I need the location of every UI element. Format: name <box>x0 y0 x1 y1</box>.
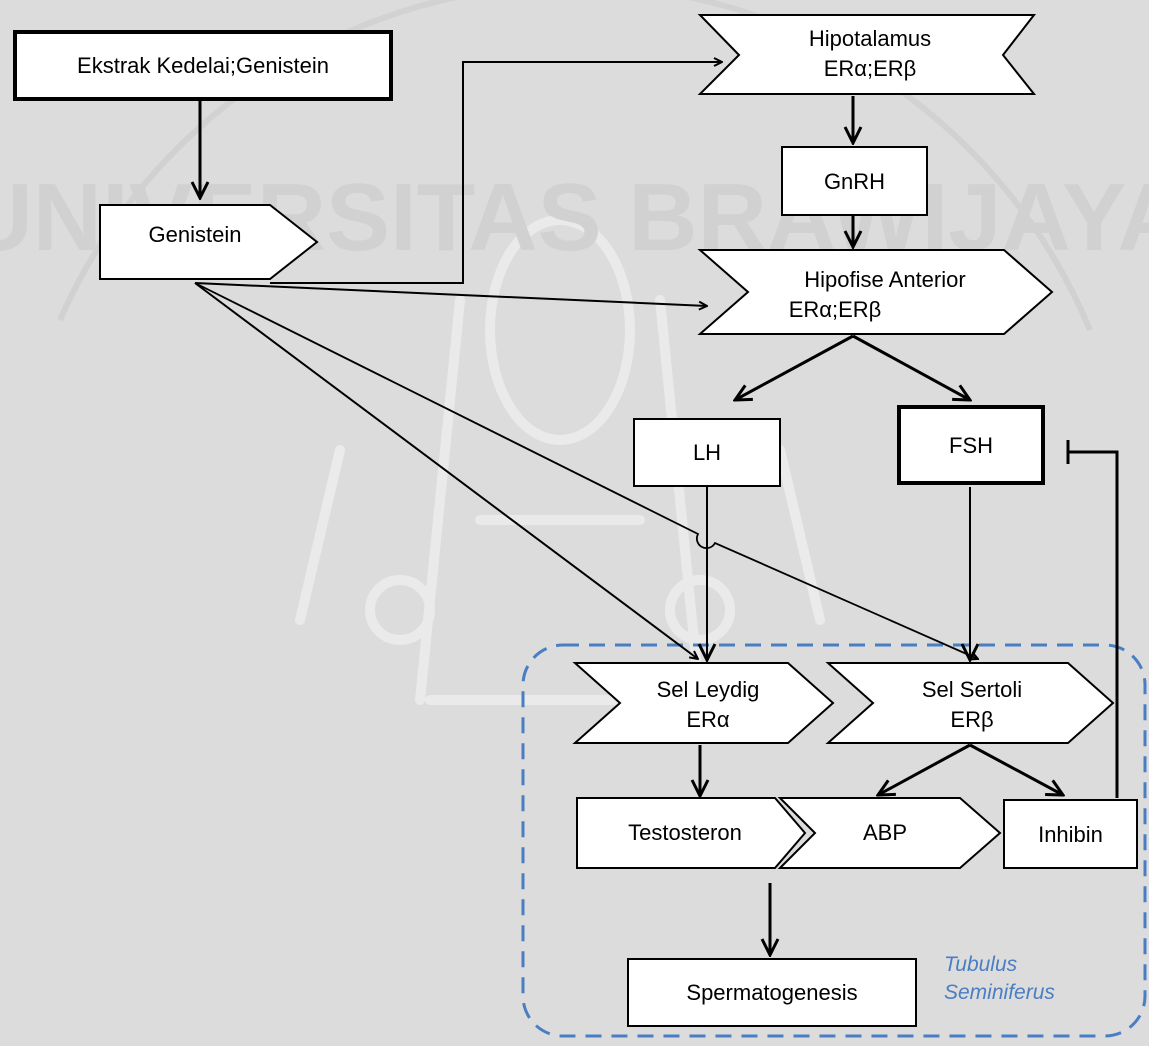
abp-shape <box>777 797 1002 869</box>
fsh-box: FSH <box>897 405 1045 485</box>
arrow-hipofise-fsh <box>852 334 970 400</box>
testosteron-shape <box>576 797 807 869</box>
genistein-shape <box>99 204 319 280</box>
leydig-shape <box>572 662 835 744</box>
sertoli-shape <box>825 662 1115 744</box>
genistein-label: Genistein <box>148 222 242 247</box>
university-seal-icon <box>295 215 825 705</box>
arrow-sertoli-abp <box>878 743 971 795</box>
abp-label: ABP <box>862 820 908 845</box>
lh-box: LH <box>633 418 781 487</box>
spermatogenesis-box: Spermatogenesis <box>627 958 917 1027</box>
arrow-hipofise-lh <box>735 334 854 400</box>
arrow-genistein-hipotalamus <box>270 62 722 284</box>
ekstrak-kedelai-genistein-box: Ekstrak Kedelai;Genistein <box>13 30 393 101</box>
testosteron-label: Testosteron <box>628 820 742 845</box>
tubulus-label: Tubulus <box>944 953 1018 976</box>
arrow-genistein-sertoli <box>194 282 978 659</box>
connectors <box>194 62 1119 955</box>
watermark: UNIVERSITAS BRAWIJAYA <box>0 0 1149 705</box>
hipotalamus-label: Hipotalamus <box>808 26 932 51</box>
arrow-genistein-hipofise <box>194 282 707 306</box>
sertoli-label: Sel Sertoli <box>921 677 1023 702</box>
gnrh-box: GnRH <box>781 146 928 216</box>
inhibin-feedback-line <box>1068 450 1119 798</box>
hipofise-receptor-label: ERα;ERβ <box>788 297 882 322</box>
arrow-genistein-leydig <box>194 282 698 659</box>
seminiferus-label: Seminiferus <box>944 981 1055 1004</box>
arrow-sertoli-inhibin <box>969 743 1063 795</box>
hipotalamus-receptor-label: ERα;ERβ <box>823 56 917 81</box>
inhibin-box: Inhibin <box>1003 799 1138 869</box>
leydig-receptor-label: ERα <box>686 707 730 732</box>
hipofise-shape <box>697 249 1054 335</box>
sertoli-receptor-label: ERβ <box>950 707 994 732</box>
leydig-label: Sel Leydig <box>656 677 760 702</box>
hipofise-label: Hipofise Anterior <box>804 267 966 292</box>
tubulus-seminiferus-region <box>521 643 1147 1038</box>
hipotalamus-shape <box>697 14 1037 95</box>
